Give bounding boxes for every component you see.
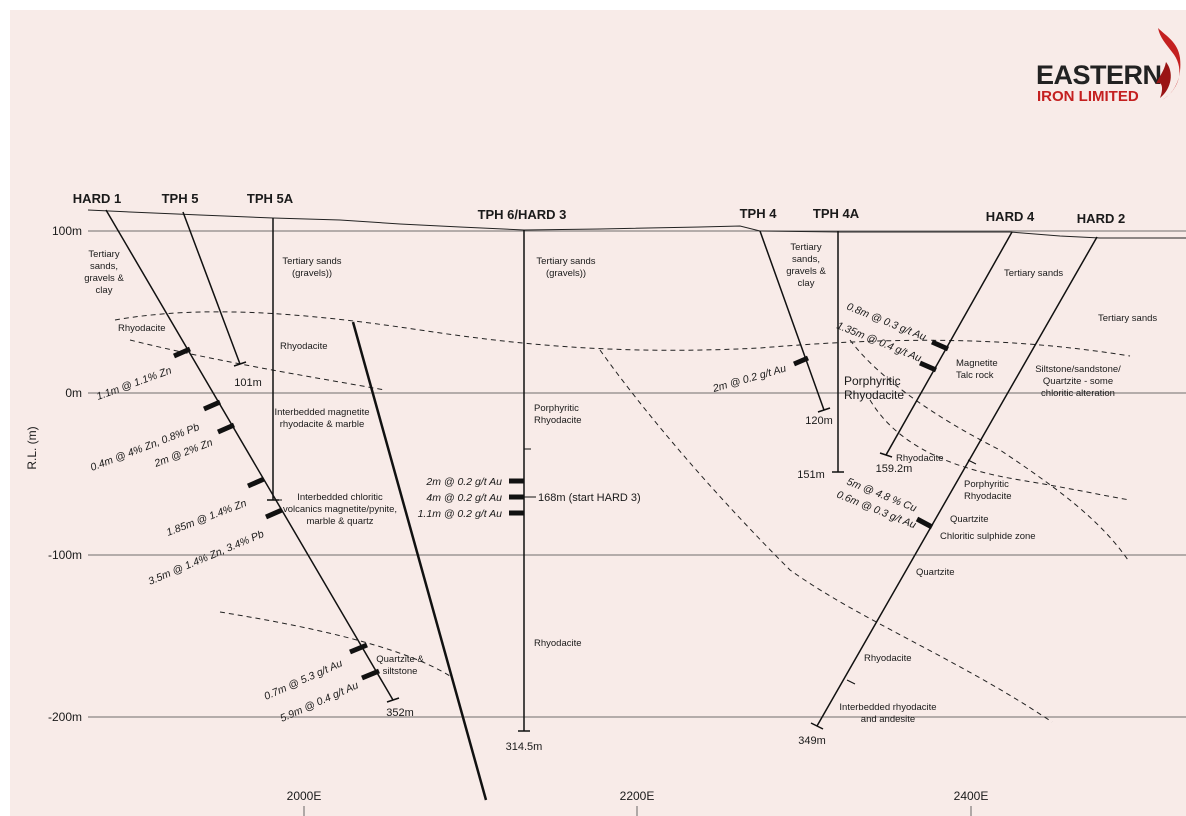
flame-icon — [1158, 28, 1181, 100]
geo-rhyodacite-right-low: Rhyodacite — [864, 653, 912, 664]
cross-section-figure: EASTERN IRON LIMITED 100m 0m -100m -200m… — [10, 10, 1186, 816]
geo-tph5a-tertiary-2: (gravels)) — [292, 268, 332, 279]
geo-porphyritic-center-1: Porphyritic — [534, 403, 579, 414]
geo-tph4-tertiary-1: Tertiary — [790, 242, 821, 253]
geo-quartzite-siltstone-2: siltstone — [383, 666, 418, 677]
geo-tertiary-hard1-1: Tertiary — [88, 249, 119, 260]
geology-labels: Tertiary sands, gravels & clay Rhyodacit… — [84, 242, 1157, 725]
label-tph6-hard3: TPH 6/HARD 3 — [478, 207, 567, 222]
geo-tph4-tertiary-2: sands, — [792, 254, 820, 265]
intercept-tph6-c: 1.1m @ 0.2 g/t Au — [418, 508, 503, 520]
hole-tph4 — [759, 230, 825, 411]
geo-rhyodacite-center: Rhyodacite — [534, 638, 582, 649]
geo-magnetite-talc-1: Magnetite — [956, 358, 998, 369]
geo-tph4-tertiary-4: clay — [798, 278, 815, 289]
cross-section-svg: EASTERN IRON LIMITED 100m 0m -100m -200m… — [25, 28, 1186, 816]
geo-tph5a-rhyodacite: Rhyodacite — [280, 341, 328, 352]
geo-tph4-tertiary-3: gravels & — [786, 266, 826, 277]
geo-tertiary-hard4: Tertiary sands — [1004, 268, 1063, 279]
geo-quartzite-siltstone-1: Quartzite & — [376, 654, 424, 665]
geo-interbedded-magnetite-1: Interbedded magnetite — [274, 407, 369, 418]
intercept-hard1-d: 1.85m @ 1.4% Zn — [165, 497, 249, 539]
y-axis-title: R.L. (m) — [25, 426, 39, 469]
intercept-hard1-e: 3.5m @ 1.4% Zn, 3.4% Pb — [146, 528, 265, 588]
geo-tph6-tertiary-1: Tertiary sands — [536, 256, 595, 267]
depth-hard3-start: 168m (start HARD 3) — [538, 492, 641, 504]
geo-porphyritic-small-1: Porphyritic — [964, 479, 1009, 490]
geo-porphyritic-small-2: Rhyodacite — [964, 491, 1012, 502]
intercept-bars — [172, 339, 950, 681]
hole-hard3-inclined — [351, 321, 488, 801]
depth-tph5: 101m — [234, 377, 262, 389]
logo-line1: EASTERN — [1036, 60, 1162, 90]
contact-quartzite — [219, 611, 451, 677]
hole-tph5 — [182, 211, 241, 365]
geo-quartzite-b: Quartzite — [916, 567, 955, 578]
intercept-tph6-a: 2m @ 0.2 g/t Au — [425, 476, 502, 488]
depth-tph6: 314.5m — [506, 741, 543, 753]
geo-tertiary-hard1-2: sands, — [90, 261, 118, 272]
depth-tph4: 120m — [805, 415, 833, 427]
hole-hard4 — [885, 231, 1013, 456]
contact-tertiary-base — [114, 311, 1131, 357]
geo-interbedded-andesite-2: and andesite — [861, 714, 915, 725]
geo-interbedded-chloritic-1: Interbedded chloritic — [297, 492, 383, 503]
geo-rhyodacite-left: Rhyodacite — [118, 323, 166, 334]
ground-surface — [87, 209, 1186, 239]
label-tph5a: TPH 5A — [247, 191, 294, 206]
intercept-labels: 1.1m @ 1.1% Zn 0.4m @ 4% Zn, 0.8% Pb 2m … — [89, 301, 928, 725]
rl-gridlines — [88, 230, 1186, 718]
hole-hard2 — [816, 236, 1098, 727]
geo-tertiary-hard1-3: gravels & — [84, 273, 124, 284]
geo-interbedded-chloritic-3: marble & quartz — [306, 516, 373, 527]
flame-inner-icon — [1156, 62, 1171, 98]
contact-right-lower — [869, 399, 1131, 501]
depth-hard1: 352m — [386, 707, 414, 719]
label-tph5: TPH 5 — [162, 191, 199, 206]
depth-tph4a: 151m — [797, 469, 825, 481]
geo-tertiary-far: Tertiary sands — [1098, 313, 1157, 324]
rl-label-minus100: -100m — [48, 548, 82, 562]
easting-ticks — [303, 806, 972, 816]
geo-tph5a-tertiary-1: Tertiary sands — [282, 256, 341, 267]
depth-hard4: 159.2m — [876, 463, 913, 475]
geo-interbedded-chloritic-2: volcanics magnetite/pynite, — [283, 504, 397, 515]
label-tph4a: TPH 4A — [813, 206, 860, 221]
label-hard4: HARD 4 — [986, 209, 1035, 224]
contact-diagonal-center — [599, 349, 1053, 723]
geo-rhyodacite-hard4: Rhyodacite — [896, 453, 944, 464]
geo-porphyritic-center-2: Rhyodacite — [534, 415, 582, 426]
geo-magnetite-talc-2: Talc rock — [956, 370, 994, 381]
geo-siltstone-1: Siltstone/sandstone/ — [1035, 364, 1121, 375]
rl-label-0: 0m — [65, 386, 82, 400]
drill-holes — [105, 209, 1098, 801]
rl-label-100: 100m — [52, 224, 82, 238]
geo-chloritic-sulphide: Chloritic sulphide zone — [940, 531, 1036, 542]
geo-interbedded-andesite-1: Interbedded rhyodacite — [839, 702, 936, 713]
contact-hard1-upper — [129, 339, 386, 391]
label-hard2: HARD 2 — [1077, 211, 1125, 226]
hole-markers — [268, 459, 977, 685]
label-hard1: HARD 1 — [73, 191, 121, 206]
intercept-hard1-a: 1.1m @ 1.1% Zn — [95, 364, 173, 402]
geo-interbedded-magnetite-2: rhyodacite & marble — [280, 419, 364, 430]
rl-label-minus200: -200m — [48, 710, 82, 724]
geo-siltstone-3: chloritic alteration — [1041, 388, 1115, 399]
geo-porphyritic-right-1: Porphyritic — [844, 374, 901, 388]
depth-hard2: 349m — [798, 735, 826, 747]
easting-label-2400: 2400E — [954, 789, 989, 803]
geo-quartzite-a: Quartzite — [950, 514, 989, 525]
intercept-tph4-a: 2m @ 0.2 g/t Au — [711, 362, 788, 395]
hole-hard1 — [105, 209, 394, 701]
label-tph4: TPH 4 — [740, 206, 778, 221]
easting-label-2200: 2200E — [620, 789, 655, 803]
logo-line2: IRON LIMITED — [1037, 88, 1139, 105]
intercept-tph6-b: 4m @ 0.2 g/t Au — [426, 492, 502, 504]
geo-tertiary-hard1-4: clay — [96, 285, 113, 296]
geo-siltstone-2: Quartzite - some — [1043, 376, 1113, 387]
easting-label-2000: 2000E — [287, 789, 322, 803]
geo-porphyritic-right-2: Rhyodacite — [844, 388, 904, 402]
eastern-iron-logo: EASTERN IRON LIMITED — [1036, 28, 1181, 105]
geo-tph6-tertiary-2: (gravels)) — [546, 268, 586, 279]
